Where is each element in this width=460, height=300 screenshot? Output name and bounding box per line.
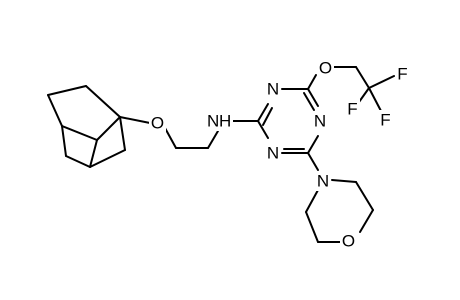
triazine-n-top-label: N [267,80,279,99]
bond [47,94,63,127]
atom-labels: O N H N N N O F F F N O [149,58,410,251]
fluorine-label: F [380,111,390,130]
amine-h-label: H [219,112,231,131]
bond [119,116,126,151]
bond [89,139,98,168]
bond [359,209,374,233]
bond [257,103,269,122]
triazine-n-right-label: N [314,112,326,131]
morpholine-oxygen-label: O [342,232,355,251]
trifluoroethoxy-oxygen-label: O [319,59,332,78]
bond [47,85,87,96]
bond [65,155,91,168]
triazine-n-bottom-label: N [267,144,279,163]
adamantyl-group [47,85,126,168]
bond [305,211,319,243]
bond [257,120,269,139]
amine-n-label: N [207,112,219,131]
ethoxy-linker [119,116,219,149]
bond [368,87,382,112]
bond [307,152,319,171]
bond [303,92,315,111]
bond [89,149,126,168]
bond [164,127,177,149]
triazine-ring [231,88,319,154]
bond [358,87,370,103]
bond [96,116,121,141]
bond [61,125,67,157]
morpholine-ring [305,152,374,243]
bond [119,116,151,124]
bond [331,179,357,183]
bond [85,85,121,118]
bond [305,189,319,213]
bond [61,125,98,141]
bond [368,75,395,89]
fluorine-label: F [347,100,357,119]
bond [262,107,273,126]
bond [207,130,219,149]
bond [307,135,319,154]
fluorine-label: F [397,65,407,84]
bond [355,66,370,89]
bond [307,74,317,90]
ether-oxygen-label: O [151,114,164,133]
bond [307,88,319,107]
trifluoroethoxy-group [307,66,395,112]
bond [355,181,374,211]
morpholine-nitrogen-label: N [317,172,329,191]
